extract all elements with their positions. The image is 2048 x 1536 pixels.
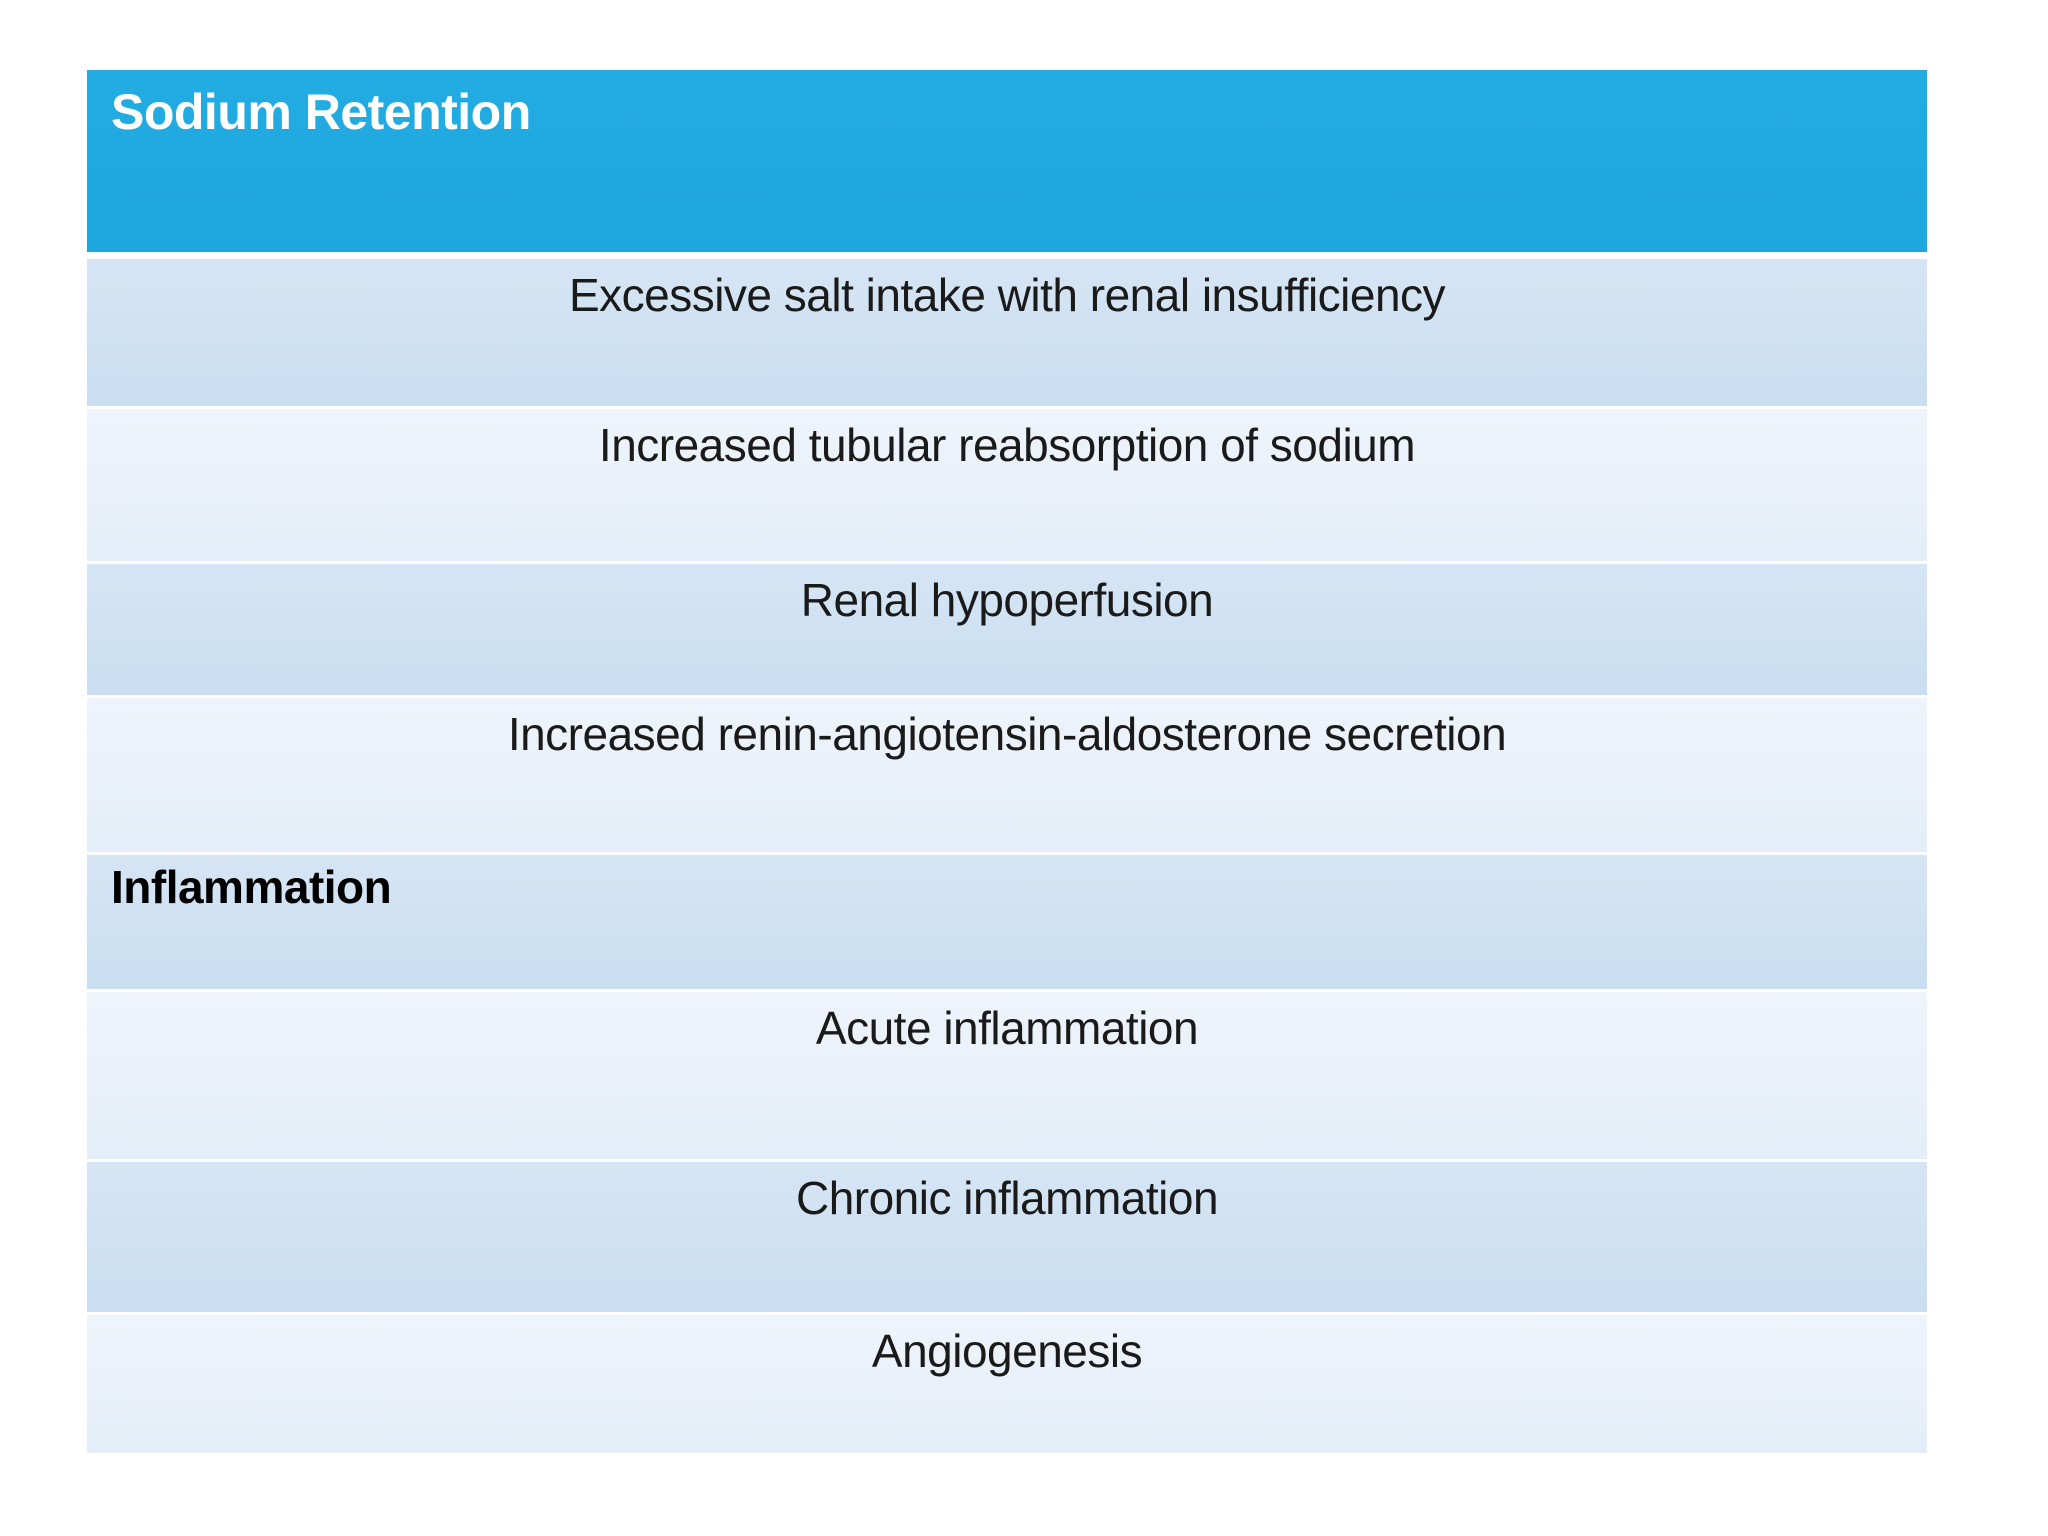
table-row-excessive-salt-intake: Excessive salt intake with renal insuffi… xyxy=(87,259,1927,406)
table-row-increased-tubular-reabsorption: Increased tubular reabsorption of sodium xyxy=(87,409,1927,561)
table-section-header-inflammation: Inflammation xyxy=(87,855,1927,989)
table-row-chronic-inflammation: Chronic inflammation xyxy=(87,1162,1927,1312)
table-header-sodium-retention: Sodium Retention xyxy=(87,70,1927,252)
etiology-table: Sodium Retention Excessive salt intake w… xyxy=(87,70,1927,1453)
table-row-renal-hypoperfusion: Renal hypoperfusion xyxy=(87,564,1927,695)
table-row-angiogenesis: Angiogenesis xyxy=(87,1315,1927,1453)
table-row-increased-raas-secretion: Increased renin-angiotensin-aldosterone … xyxy=(87,698,1927,852)
table-row-acute-inflammation: Acute inflammation xyxy=(87,992,1927,1159)
